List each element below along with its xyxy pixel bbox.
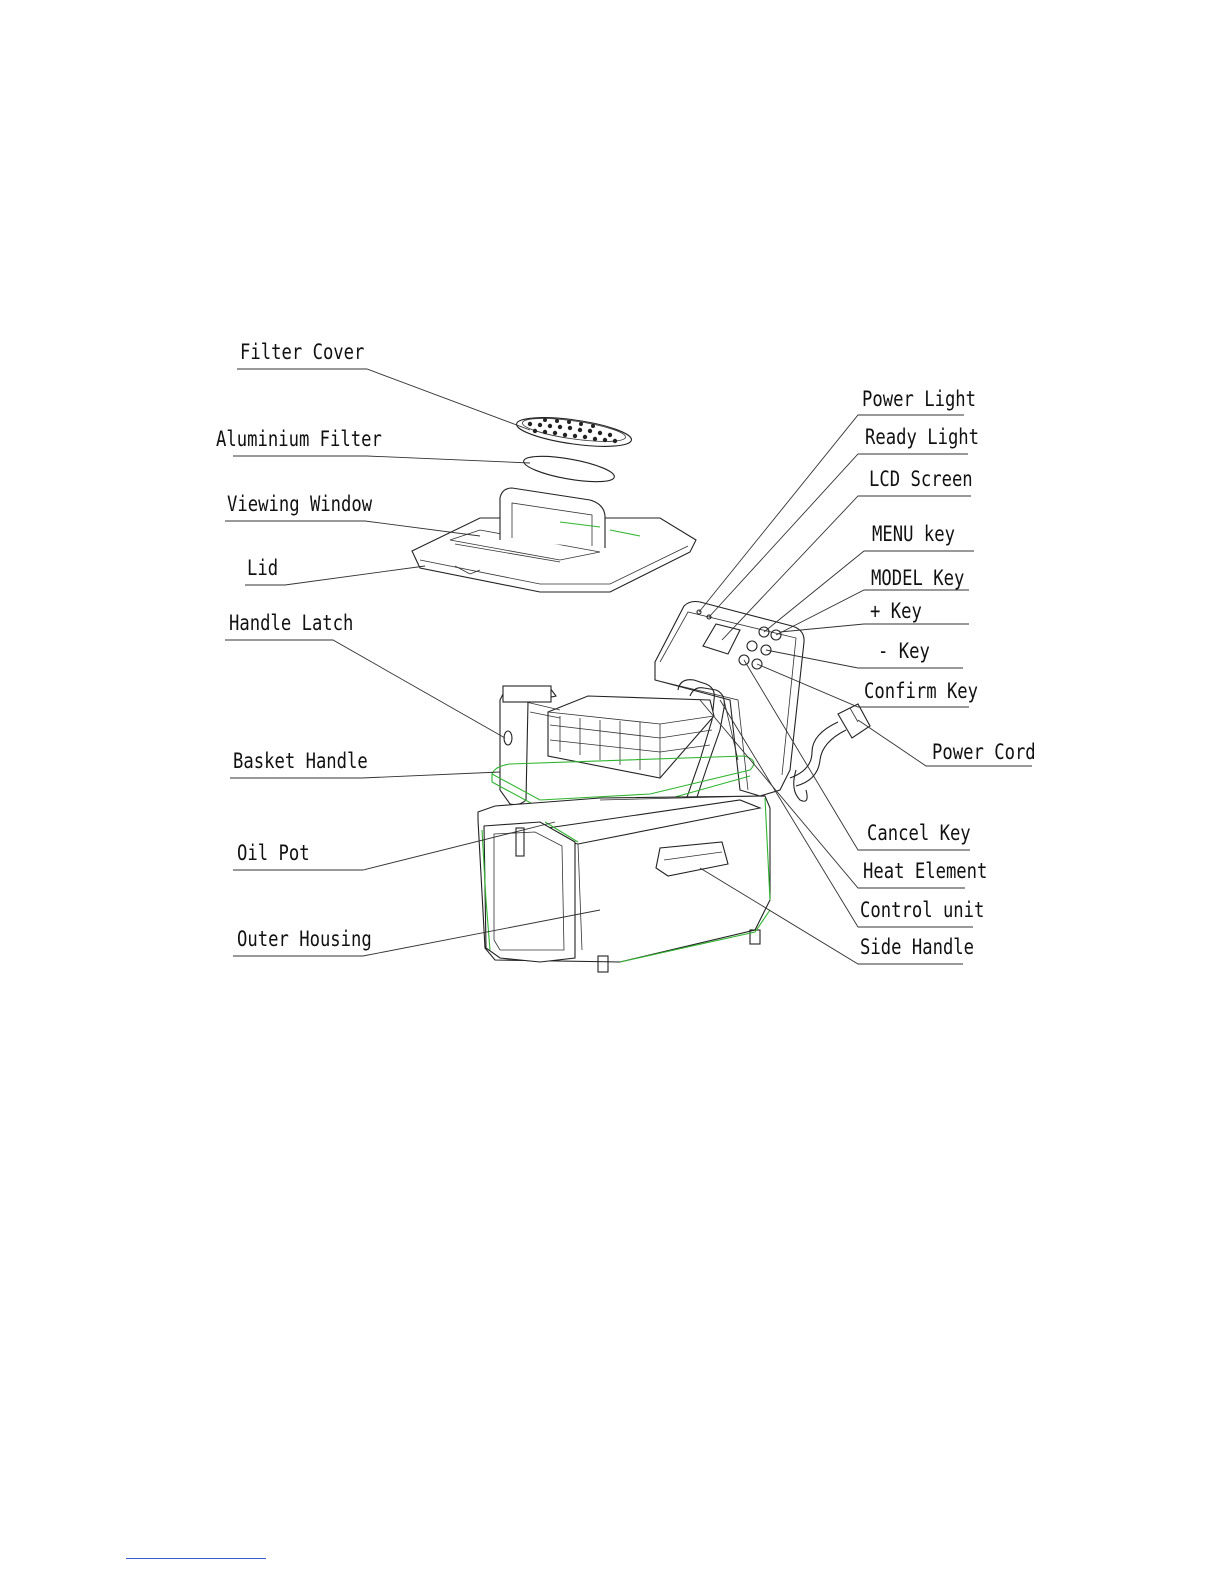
label-outer-housing: Outer Housing: [237, 927, 372, 951]
label-confirm-key: Confirm Key: [864, 679, 978, 703]
label-cancel-key: Cancel Key: [867, 821, 971, 845]
label-model-key: MODEL Key: [871, 566, 964, 590]
label-lcd-screen: LCD Screen: [869, 467, 973, 491]
label-heat-element: Heat Element: [863, 859, 987, 883]
lid-part: [412, 488, 696, 592]
label-viewing-window: Viewing Window: [227, 492, 372, 516]
label-ready-light: Ready Light: [865, 425, 979, 449]
label-control-unit: Control unit: [860, 898, 984, 922]
label-handle-latch: Handle Latch: [229, 611, 353, 635]
label-power-light: Power Light: [862, 387, 976, 411]
label-minus-key: - Key: [878, 639, 930, 663]
aluminium-filter-part: [522, 451, 616, 487]
footnote-rule: [126, 1558, 266, 1559]
filter-cover-part: [515, 412, 633, 452]
label-filter-cover: Filter Cover: [240, 340, 364, 364]
label-lid: Lid: [247, 556, 278, 580]
label-oil-pot: Oil Pot: [237, 841, 310, 865]
label-side-handle: Side Handle: [860, 935, 974, 959]
label-menu-key: MENU key: [872, 522, 955, 546]
label-plus-key: + Key: [870, 599, 922, 623]
label-power-cord: Power Cord: [932, 740, 1036, 764]
label-aluminium-filter: Aluminium Filter: [216, 427, 382, 451]
label-basket-handle: Basket Handle: [233, 749, 368, 773]
